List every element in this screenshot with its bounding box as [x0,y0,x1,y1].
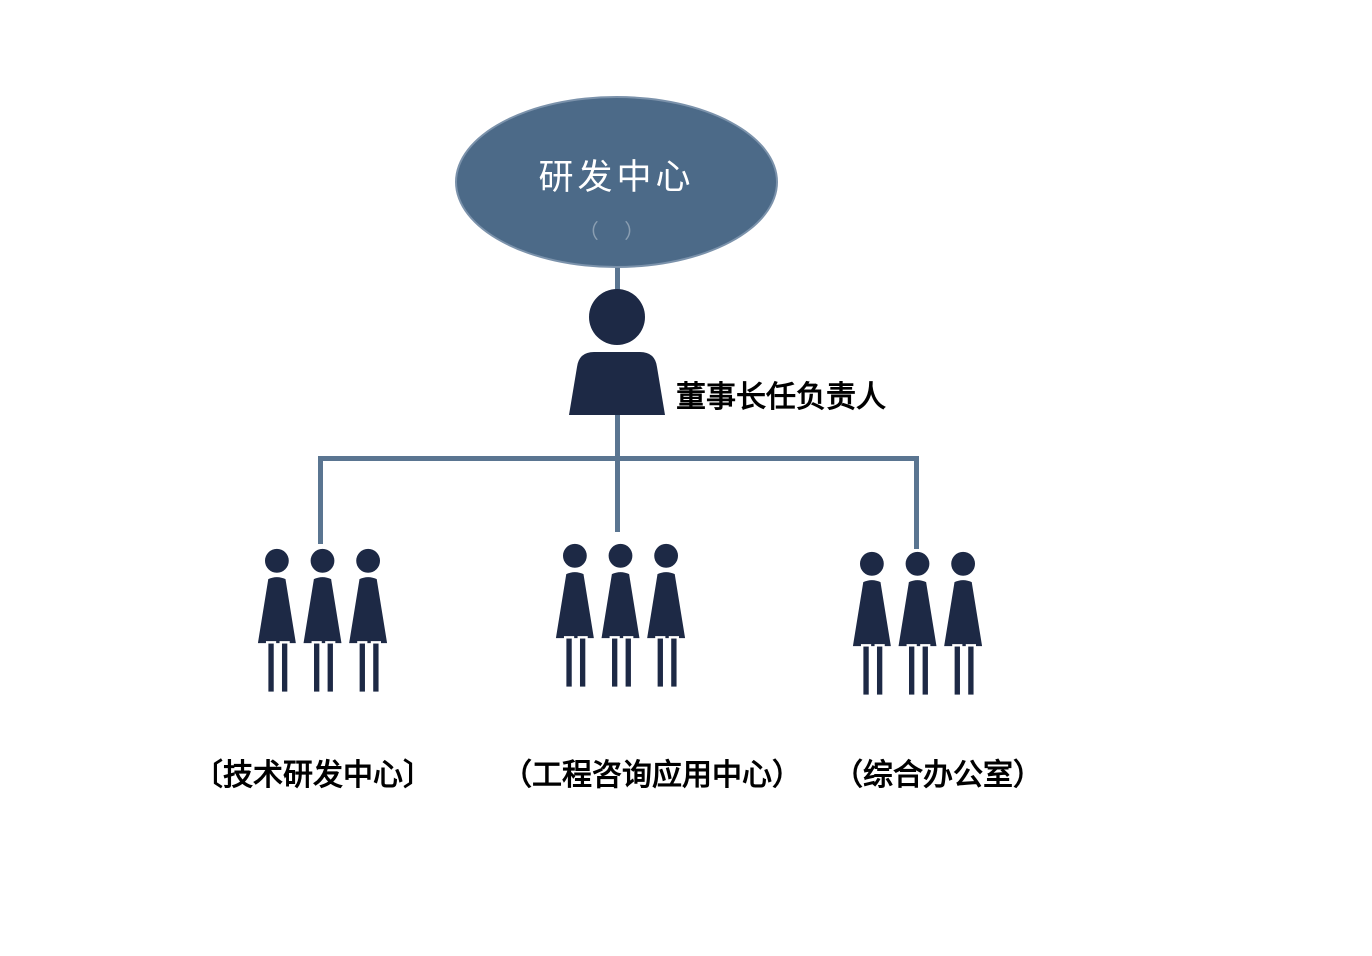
connector-drop-left [318,456,323,544]
team-group-icon-middle [538,540,703,691]
root-node-rd-center: 研发中心 （ ） [455,96,778,268]
root-node-title: 研发中心 [538,157,695,197]
group-label-general-office: （综合办公室） [833,759,1043,792]
root-node-subtitle: （ ） [578,221,655,243]
connector-drop-right [914,456,919,549]
connector-drop-middle [615,456,620,532]
leader-person-icon [557,289,677,415]
team-group-icon-left [240,545,405,696]
leader-label: 董事长任负责人 [676,381,886,414]
group-label-tech-rd-center: 〔技术研发中心〕 [193,759,433,792]
team-group-icon-right [835,548,1000,699]
connector-leader-stem [615,414,620,460]
connector-root-to-leader [615,260,620,296]
group-label-engineering-consulting-center: （工程咨询应用中心） [502,759,802,792]
